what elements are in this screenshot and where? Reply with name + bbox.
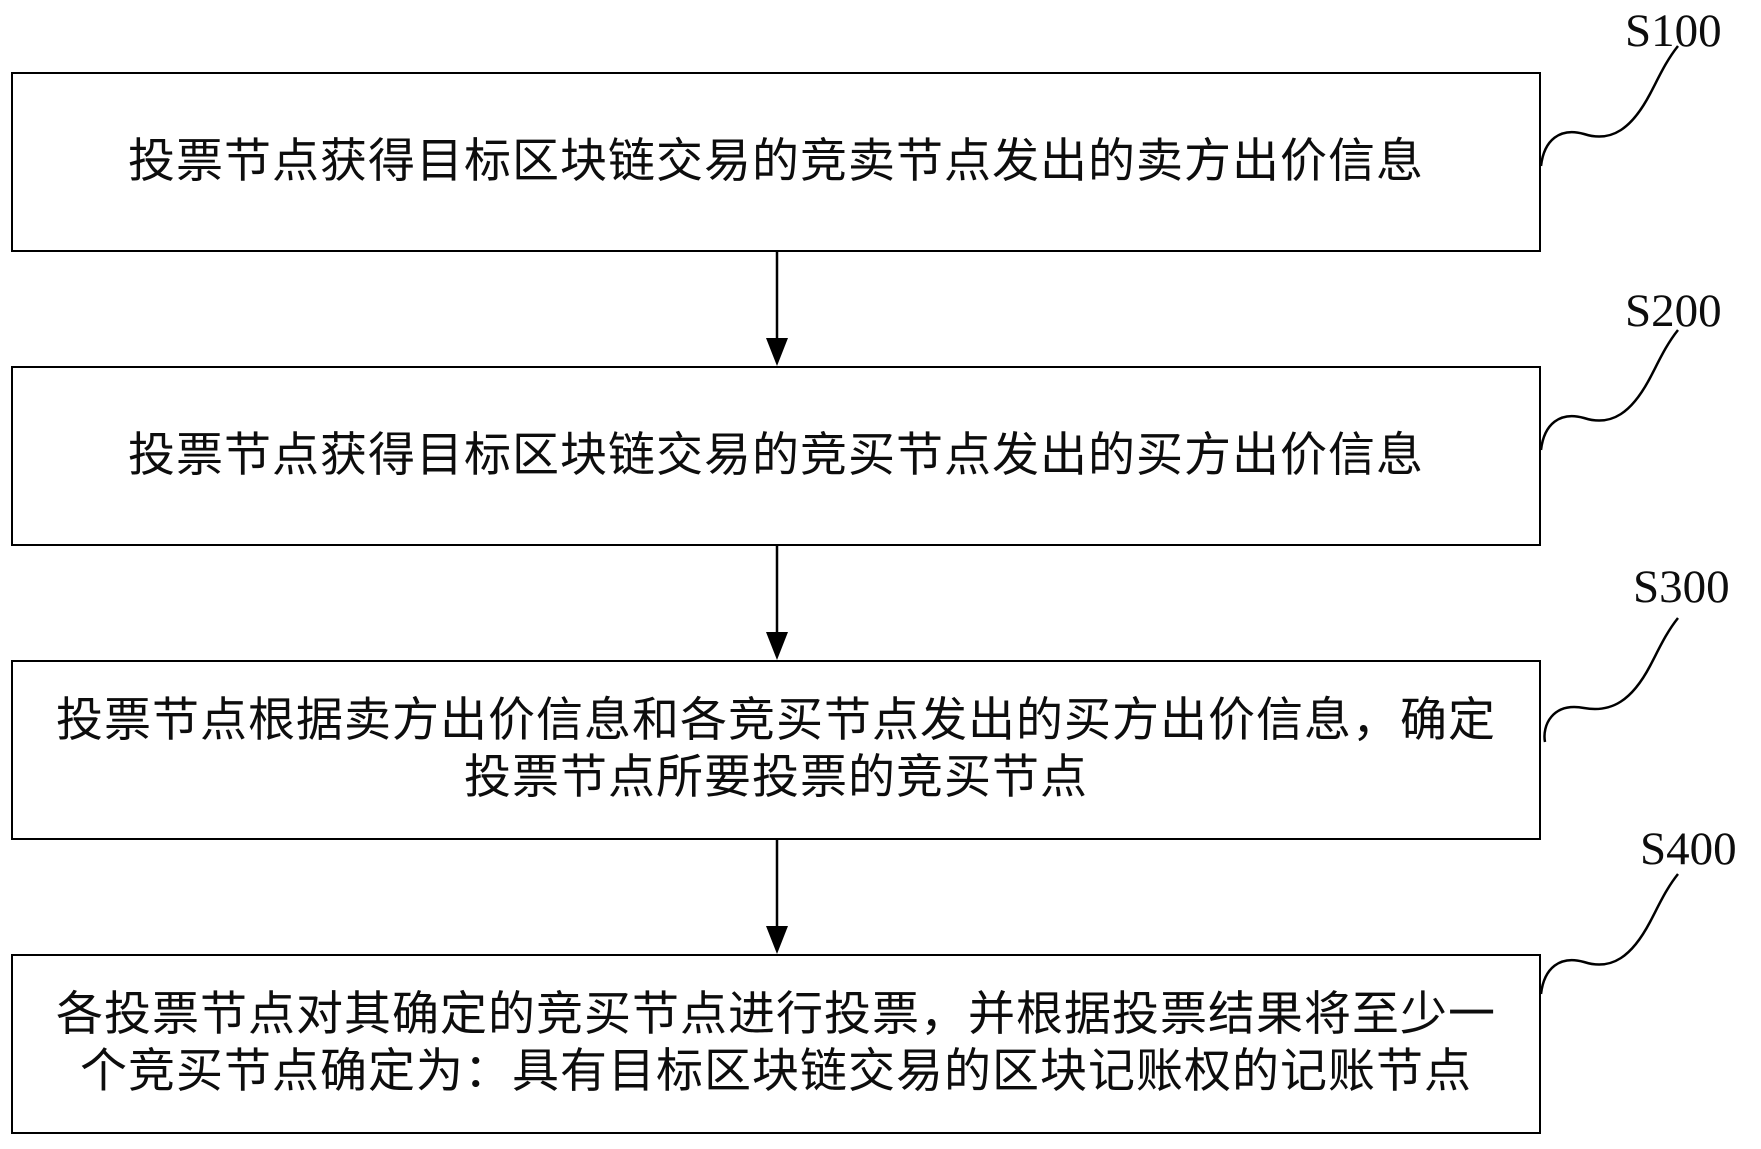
- step-label-s400: S400: [1640, 823, 1737, 875]
- step-box-s200: 投票节点获得目标区块链交易的竞买节点发出的买方出价信息: [11, 366, 1541, 546]
- arrow-step1-to-step2: [766, 252, 788, 366]
- leader-line-s200: [1539, 329, 1679, 451]
- step-box-s400-line2: 个竞买节点确定为：具有目标区块链交易的区块记账权的记账节点: [80, 1046, 1472, 1098]
- leader-line-s400: [1539, 873, 1679, 995]
- step-box-s100-line1: 投票节点获得目标区块链交易的竞卖节点发出的卖方出价信息: [128, 135, 1424, 188]
- step-box-s400: 各投票节点对其确定的竞买节点进行投票，并根据投票结果将至少一 个竞买节点确定为：…: [11, 954, 1541, 1134]
- arrow-step2-to-step3: [766, 546, 788, 660]
- step-label-s100: S100: [1625, 5, 1722, 57]
- leader-line-s100: [1539, 45, 1679, 167]
- step-box-s300-line2: 投票节点所要投票的竞买节点: [464, 752, 1088, 804]
- step-box-s400-line1: 各投票节点对其确定的竞买节点进行投票，并根据投票结果将至少一: [56, 989, 1496, 1041]
- step-label-s200: S200: [1625, 285, 1722, 337]
- step-box-s300: 投票节点根据卖方出价信息和各竞买节点发出的买方出价信息，确定 投票节点所要投票的…: [11, 660, 1541, 840]
- arrow-step3-to-step4: [766, 840, 788, 954]
- step-label-s300: S300: [1633, 561, 1730, 613]
- step-box-s300-line1: 投票节点根据卖方出价信息和各竞买节点发出的买方出价信息，确定: [56, 695, 1496, 747]
- leader-line-s300: [1543, 617, 1679, 743]
- step-box-s200-line1: 投票节点获得目标区块链交易的竞买节点发出的买方出价信息: [128, 429, 1424, 482]
- step-box-s100: 投票节点获得目标区块链交易的竞卖节点发出的卖方出价信息: [11, 72, 1541, 252]
